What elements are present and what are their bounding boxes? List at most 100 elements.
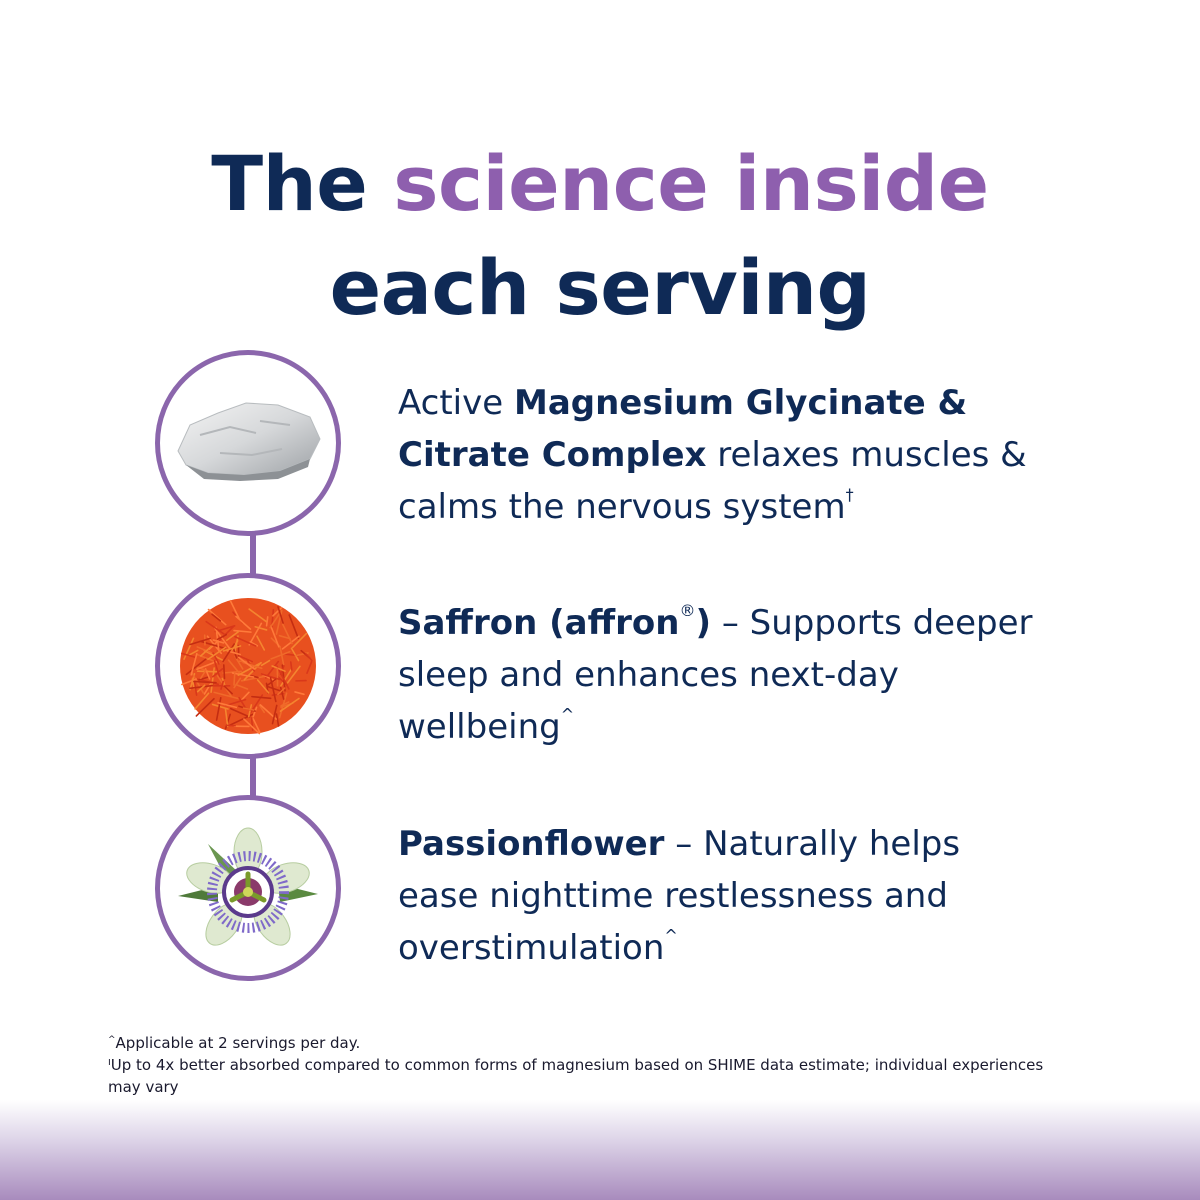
- saffron-thread: [234, 635, 257, 647]
- saffron-thread: [229, 707, 251, 718]
- saffron-thread: [222, 670, 242, 674]
- passionflower-icon: [155, 795, 341, 981]
- saffron-thread: [196, 670, 221, 673]
- passionflower-name: Passionflower: [398, 824, 665, 864]
- saffron-thread: [199, 669, 207, 680]
- saffron-footnote-mark: ^: [560, 705, 575, 724]
- saffron-name-close: ): [695, 603, 712, 643]
- saffron-thread: [294, 691, 305, 696]
- saffron-thread: [288, 614, 300, 640]
- saffron-thread: [305, 653, 313, 662]
- saffron-thread: [181, 652, 197, 659]
- title-part-the: The: [211, 139, 368, 228]
- magnesium-footnote-mark: †: [845, 485, 854, 504]
- ingredient-saffron-text: Saffron (affron®) – Supports deeper slee…: [398, 597, 1038, 753]
- saffron-thread: [243, 718, 261, 735]
- saffron-thread: [276, 665, 290, 690]
- saffron-thread: [247, 704, 253, 718]
- saffron-thread: [207, 646, 227, 661]
- saffron-thread: [277, 687, 286, 696]
- saffron-thread: [203, 681, 212, 695]
- saffron-thread: [279, 668, 293, 687]
- saffron-thread: [226, 631, 239, 642]
- saffron-thread: [224, 708, 229, 728]
- passionflower-description: – Naturally helps ease nighttime restles…: [398, 824, 961, 968]
- ingredient-passionflower-text: Passionflower – Naturally helps ease nig…: [398, 818, 1038, 974]
- saffron-thread: [189, 637, 212, 646]
- saffron-thread: [269, 677, 277, 703]
- saffron-thread: [238, 696, 246, 708]
- saffron-thread: [240, 675, 268, 682]
- saffron-thread: [281, 623, 293, 645]
- saffron-thread: [258, 704, 265, 714]
- saffron-thread: [205, 620, 226, 636]
- saffron-thread: [198, 676, 210, 681]
- saffron-thread: [237, 661, 262, 676]
- saffron-thread: [265, 616, 269, 627]
- saffron-thread: [211, 703, 229, 710]
- saffron-thread: [277, 606, 284, 624]
- saffron-thread: [190, 652, 198, 676]
- saffron-thread: [289, 661, 293, 671]
- saffron-thread: [270, 650, 291, 660]
- saffron-thread: [223, 685, 233, 695]
- saffron-thread: [256, 635, 266, 651]
- saffron-thread: [271, 665, 286, 672]
- saffron-thread: [252, 706, 258, 718]
- saffron-thread: [266, 685, 284, 693]
- saffron-thread: [191, 678, 195, 690]
- footnote-servings-mark: ^: [108, 1035, 116, 1045]
- saffron-thread: [275, 713, 280, 727]
- saffron-thread: [236, 684, 249, 690]
- saffron-thread: [222, 643, 236, 663]
- saffron-thread: [225, 698, 247, 707]
- saffron-thread: [213, 659, 221, 678]
- saffron-thread: [269, 611, 282, 629]
- footnotes: ^Applicable at 2 servings per day. ᴵUp t…: [108, 1032, 1048, 1098]
- saffron-thread: [243, 661, 262, 681]
- saffron-thread: [212, 668, 224, 678]
- footnote-servings-text: Applicable at 2 servings per day.: [115, 1034, 361, 1052]
- saffron-thread: [248, 622, 263, 646]
- page-title: The science inside each serving: [0, 132, 1200, 340]
- saffron-thread: [271, 704, 278, 725]
- saffron-thread: [238, 655, 254, 663]
- bottom-gradient-band: [0, 1100, 1200, 1200]
- saffron-thread: [196, 684, 206, 693]
- saffron-thread: [193, 680, 217, 684]
- magnesium-description: relaxes muscles & calms the nervous syst…: [398, 435, 1027, 527]
- saffron-thread: [260, 659, 271, 667]
- saffron-registered-mark: ®: [679, 601, 696, 620]
- saffron-thread: [252, 717, 261, 734]
- saffron-thread: [229, 599, 240, 620]
- saffron-thread: [181, 678, 198, 686]
- saffron-threads-icon: [155, 573, 341, 759]
- saffron-name: Saffron (affron: [398, 603, 680, 643]
- saffron-thread: [233, 629, 252, 633]
- saffron-thread: [210, 667, 215, 693]
- saffron-thread: [231, 672, 255, 678]
- saffron-thread: [279, 686, 285, 700]
- saffron-thread: [196, 660, 218, 671]
- saffron-thread: [306, 660, 313, 675]
- saffron-thread: [217, 701, 238, 709]
- ingredient-magnesium-text: Active Magnesium Glycinate & Citrate Com…: [398, 377, 1038, 533]
- saffron-thread: [222, 664, 226, 680]
- magnesium-rock-icon: [155, 350, 341, 536]
- saffron-thread: [278, 634, 291, 640]
- saffron-thread: [207, 608, 227, 626]
- saffron-thread: [216, 633, 227, 641]
- saffron-thread: [250, 717, 254, 732]
- saffron-thread: [199, 645, 213, 657]
- saffron-thread: [291, 632, 308, 649]
- saffron-thread: [286, 665, 301, 684]
- saffron-thread: [279, 647, 285, 666]
- magnesium-lead: Active: [398, 383, 514, 423]
- saffron-thread: [248, 608, 268, 623]
- saffron-thread: [187, 649, 199, 657]
- footnote-servings: ^Applicable at 2 servings per day.: [108, 1032, 1048, 1054]
- saffron-thread: [233, 671, 236, 686]
- saffron-thread: [211, 613, 222, 622]
- saffron-thread: [233, 677, 242, 689]
- saffron-thread: [195, 697, 215, 717]
